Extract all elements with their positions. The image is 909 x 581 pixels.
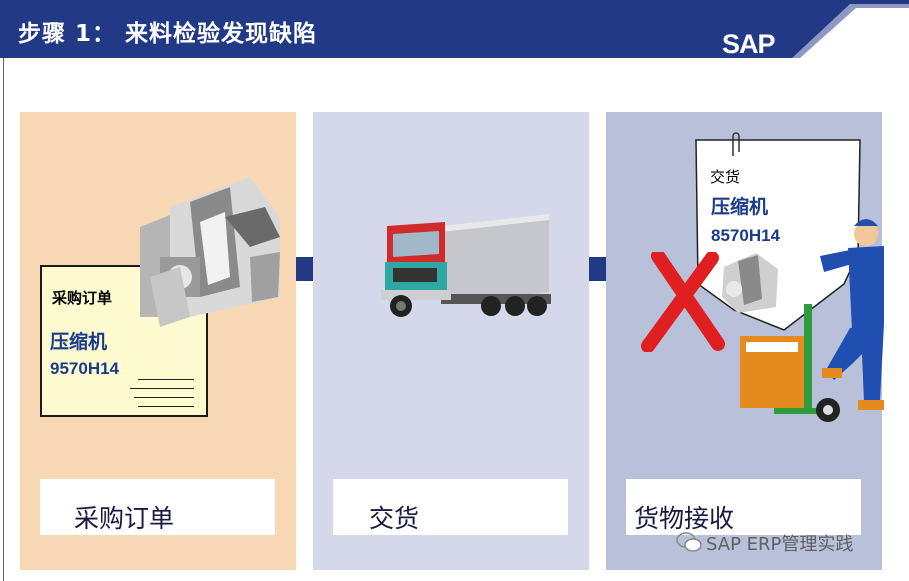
label-box-delivery: 交货 [333, 479, 568, 535]
column-delivery: 交货 [313, 112, 589, 570]
header-banner [0, 0, 909, 58]
left-border-line [3, 58, 4, 581]
worker-with-handtruck-illustration [740, 219, 884, 422]
delivery-doc-code: 8570H14 [711, 226, 781, 245]
label-box-goods-receipt: 货物接收 [626, 479, 861, 535]
doc-line [130, 388, 194, 389]
purchase-order-doc-code: 9570H14 [50, 359, 120, 378]
doc-line [138, 379, 194, 380]
paperclip-icon [732, 132, 740, 156]
doc-line [134, 397, 194, 398]
column-goods-receipt: 交货 压缩机 8570H14 货物接收 [606, 112, 884, 570]
doc-line [138, 406, 194, 407]
purchase-order-doc-title: 采购订单 [52, 289, 113, 307]
slide-header: 步骤 1： 来料检验发现缺陷 SAP [0, 0, 909, 59]
truck-illustration [381, 214, 551, 317]
label-box-purchase-order: 采购订单 [40, 479, 275, 535]
watermark-text: SAP ERP管理实践 [706, 534, 854, 555]
compressor-illustration [140, 177, 280, 327]
wechat-icon [676, 532, 702, 552]
column-purchase-order: 采购订单 压缩机 9570H14 采购订单 [20, 112, 296, 570]
label-delivery: 交货 [369, 504, 420, 533]
delivery-doc-item: 压缩机 [711, 196, 769, 218]
delivery-doc-title: 交货 [710, 168, 741, 186]
sap-logo: SAP [722, 29, 776, 59]
defect-cross-icon [641, 252, 725, 352]
defective-compressor-illustration [722, 253, 778, 313]
label-purchase-order: 采购订单 [74, 504, 175, 533]
label-goods-receipt: 货物接收 [634, 504, 735, 533]
slide-title: 步骤 1： 来料检验发现缺陷 [18, 21, 318, 47]
purchase-order-doc-item: 压缩机 [50, 331, 108, 353]
